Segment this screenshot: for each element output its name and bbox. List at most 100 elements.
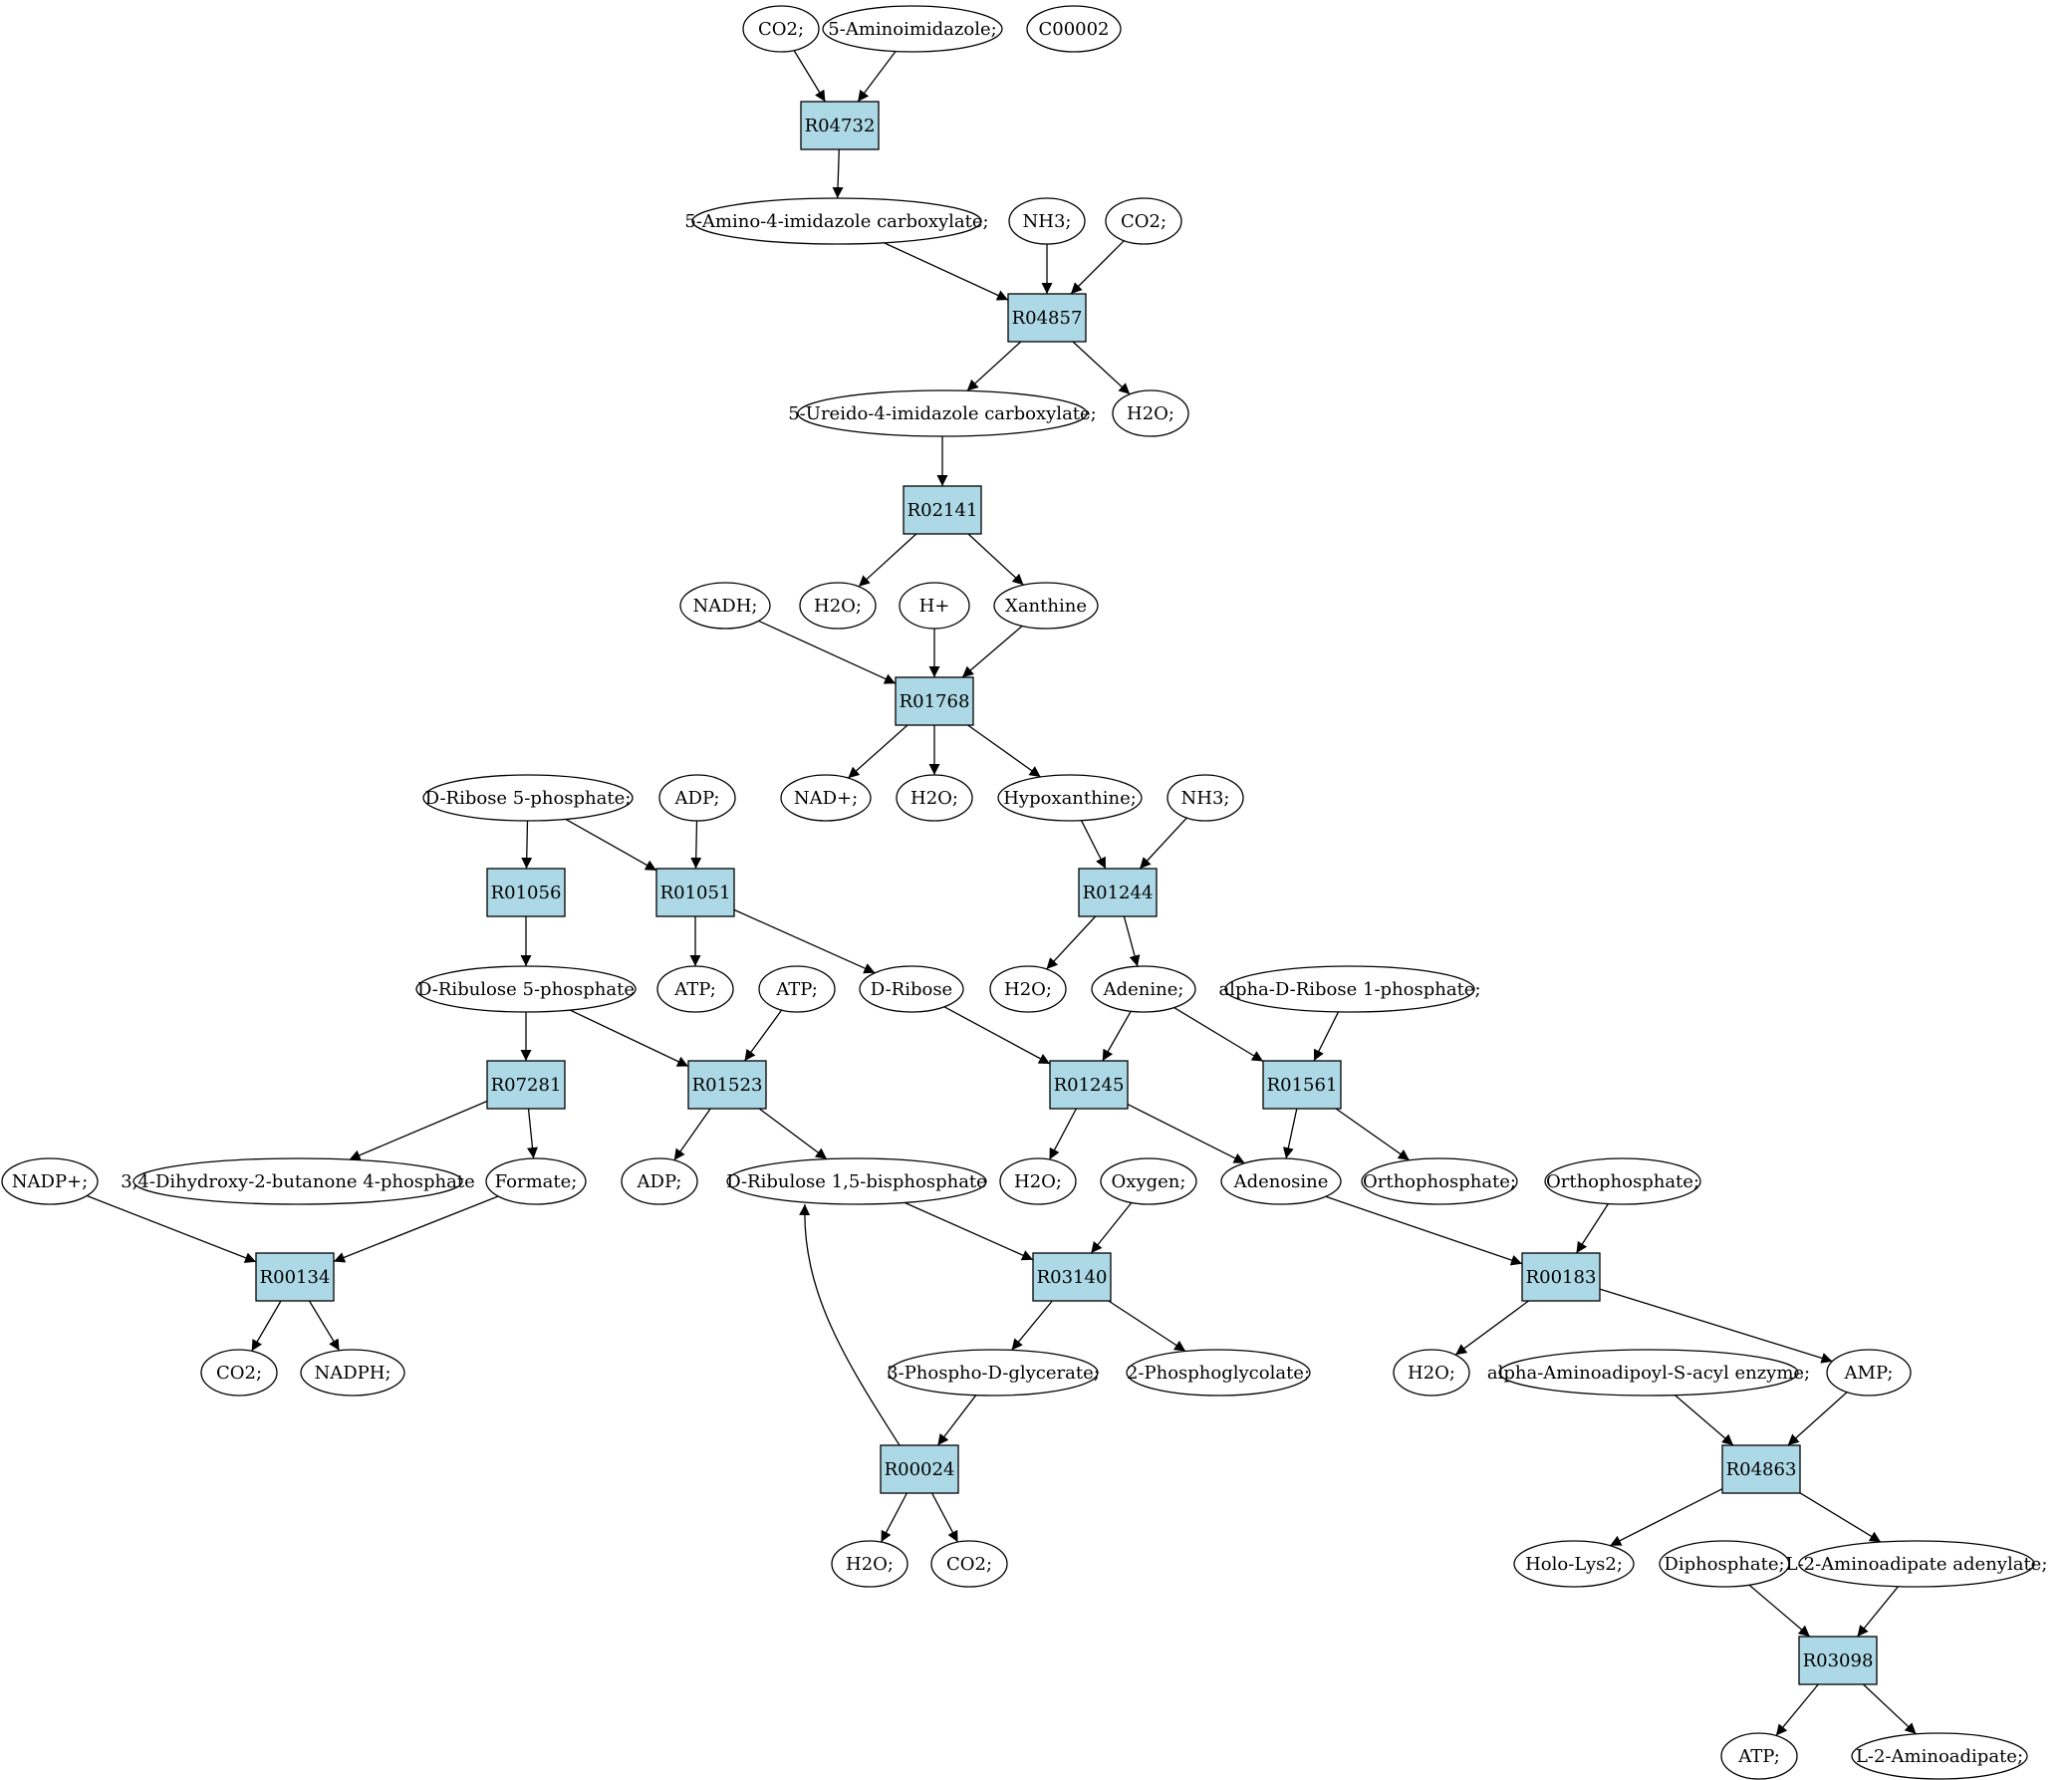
compound-node-pga3[interactable]: 3-Phospho-D-glycerate;	[887, 1349, 1100, 1397]
compound-node-oxygen[interactable]: Oxygen;	[1100, 1157, 1197, 1205]
edge-dribose5p-to-R01056	[521, 820, 533, 870]
compound-node-aaacyl[interactable]: alpha-Aminoadipoyl-S-acyl enzyme;	[1487, 1349, 1810, 1397]
reaction-node-r00024[interactable]: R00024	[880, 1444, 959, 1494]
node-label: NADH;	[693, 596, 758, 617]
node-label: D-Ribose	[871, 979, 952, 1000]
node-label: NH3;	[1181, 788, 1230, 809]
compound-node-nadplus[interactable]: NAD+;	[780, 774, 872, 822]
compound-node-co2-b[interactable]: CO2;	[1105, 197, 1182, 245]
reaction-box	[1078, 868, 1158, 917]
compound-node-rubp[interactable]: D-Ribulose 1,5-bisphosphate	[726, 1157, 987, 1205]
compound-node-dribose[interactable]: D-Ribose	[859, 965, 964, 1013]
reaction-box	[903, 485, 982, 535]
compound-node-h2o-a[interactable]: H2O;	[1112, 389, 1189, 437]
node-label: R02141	[907, 500, 978, 521]
compound-node-amp[interactable]: AMP;	[1826, 1349, 1912, 1397]
compound-node-co2-d[interactable]: CO2;	[930, 1540, 1008, 1588]
compound-node-adenine[interactable]: Adenine;	[1091, 965, 1196, 1013]
edge-R03098-to-l2aa	[1863, 1683, 1917, 1735]
compound-node-nadph[interactable]: NADPH;	[300, 1349, 405, 1397]
compound-node-hololys2[interactable]: Holo-Lys2;	[1513, 1540, 1635, 1588]
compound-node-h2o-e[interactable]: H2O;	[999, 1157, 1077, 1205]
compound-node-adp-b[interactable]: ADP;	[621, 1157, 698, 1205]
node-label: 3-Phospho-D-glycerate;	[887, 1363, 1100, 1384]
compound-node-h2o-c[interactable]: H2O;	[896, 774, 973, 822]
compound-node-c00002[interactable]: C00002	[1026, 5, 1122, 53]
compound-node-nadpplus[interactable]: NADP+;	[1, 1157, 99, 1205]
compound-node-hypoxanthine[interactable]: Hypoxanthine;	[997, 774, 1143, 822]
compound-ellipse	[997, 774, 1143, 822]
compound-node-dhbp[interactable]: 3,4-Dihydroxy-2-butanone 4-phosphate	[121, 1157, 475, 1205]
compound-node-nh3-a[interactable]: NH3;	[1008, 197, 1086, 245]
reaction-node-r02141[interactable]: R02141	[903, 485, 982, 535]
node-label: R01244	[1083, 883, 1154, 903]
compound-node-adp-a[interactable]: ADP;	[658, 774, 736, 822]
compound-node-aica[interactable]: 5-Amino-4-imidazole carboxylate;	[684, 197, 989, 245]
compound-node-l2aa-adenylate[interactable]: L-2-Aminoadipate adenylate;	[1786, 1540, 2048, 1588]
compound-node-co2-a[interactable]: CO2;	[742, 5, 820, 53]
edge-adenine-to-R01245	[1102, 1010, 1132, 1062]
reaction-node-r01561[interactable]: R01561	[1262, 1060, 1342, 1110]
compound-node-pg2[interactable]: 2-Phosphoglycolate;	[1126, 1349, 1311, 1397]
node-label: Orthophosphate;	[1546, 1171, 1699, 1192]
compound-node-h2o-b[interactable]: H2O;	[799, 582, 877, 630]
compound-ellipse	[656, 965, 734, 1013]
reaction-node-r03140[interactable]: R03140	[1032, 1252, 1112, 1302]
compound-node-orthophosphate-b[interactable]: Orthophosphate;	[1544, 1157, 1701, 1205]
compound-node-h2o-f[interactable]: H2O;	[1393, 1349, 1470, 1397]
reaction-node-r01056[interactable]: R01056	[486, 868, 566, 917]
compound-node-co2-c[interactable]: CO2;	[200, 1349, 278, 1397]
compound-node-hplus[interactable]: H+	[899, 582, 970, 630]
compound-node-atp-c[interactable]: ATP;	[1720, 1732, 1798, 1780]
compound-node-h2o-d[interactable]: H2O;	[989, 965, 1067, 1013]
reaction-node-r01768[interactable]: R01768	[895, 676, 974, 726]
compound-node-h2o-g[interactable]: H2O;	[831, 1540, 908, 1588]
reaction-node-r04863[interactable]: R04863	[1721, 1444, 1801, 1494]
compound-node-nh3-b[interactable]: NH3;	[1166, 774, 1244, 822]
reaction-node-r01245[interactable]: R01245	[1049, 1060, 1129, 1110]
reaction-node-r01051[interactable]: R01051	[655, 868, 735, 917]
compound-node-ureido[interactable]: 5-Ureido-4-imidazole carboxylate;	[788, 389, 1097, 437]
reaction-node-r00134[interactable]: R00134	[255, 1252, 335, 1302]
compound-node-dribose5p[interactable]: D-Ribose 5-phosphate;	[422, 774, 634, 822]
edge-R04857-to-h2o_a	[1072, 341, 1131, 395]
edge-atp_b-to-R01523	[743, 1009, 783, 1062]
compound-node-orthophosphate-a[interactable]: Orthophosphate;	[1361, 1157, 1518, 1205]
compound-node-l2aa[interactable]: L-2-Aminoadipate;	[1851, 1732, 2028, 1780]
compound-node-adr1p[interactable]: alpha-D-Ribose 1-phosphate;	[1218, 965, 1481, 1013]
reaction-node-r04857[interactable]: R04857	[1007, 293, 1087, 343]
node-label: NADP+;	[12, 1171, 88, 1192]
compound-ellipse	[1798, 1540, 2035, 1588]
node-label: R01768	[900, 691, 970, 712]
reaction-node-r03098[interactable]: R03098	[1798, 1636, 1878, 1685]
reaction-box	[1007, 293, 1087, 343]
node-label: Formate;	[495, 1171, 578, 1192]
reaction-node-r01523[interactable]: R01523	[687, 1060, 767, 1110]
compound-node-adenosine[interactable]: Adenosine	[1220, 1157, 1342, 1205]
node-label: C00002	[1038, 19, 1109, 40]
compound-node-xanthine[interactable]: Xanthine	[993, 582, 1099, 630]
edge-R02141-to-h2o_b	[858, 533, 917, 588]
compound-node-nadh[interactable]: NADH;	[679, 582, 771, 630]
reaction-node-r04732[interactable]: R04732	[800, 101, 880, 150]
reaction-box	[880, 1444, 959, 1494]
compound-node-atp-a[interactable]: ATP;	[656, 965, 734, 1013]
node-label: L-2-Aminoadipate adenylate;	[1786, 1554, 2048, 1575]
reaction-node-r07281[interactable]: R07281	[486, 1060, 566, 1110]
compound-ellipse	[758, 965, 836, 1013]
edge-R00134-to-co2_c	[251, 1300, 282, 1352]
compound-ellipse	[1498, 1349, 1799, 1397]
compound-node-diphosphate[interactable]: Diphosphate;	[1659, 1540, 1790, 1588]
compound-ellipse	[658, 774, 736, 822]
compound-ellipse	[993, 582, 1099, 630]
compound-node-aminoimidazole[interactable]: 5-Aminoimidazole;	[822, 5, 1003, 53]
edge-adp_a-to-R01051	[690, 820, 702, 870]
reaction-node-r00183[interactable]: R00183	[1521, 1252, 1601, 1302]
edge-R01523-to-adp_b	[673, 1108, 711, 1161]
compound-node-dribulose5p[interactable]: D-Ribulose 5-phosphate	[415, 965, 637, 1013]
compound-node-formate[interactable]: Formate;	[485, 1157, 587, 1205]
reaction-node-r01244[interactable]: R01244	[1078, 868, 1158, 917]
node-label: CO2;	[758, 19, 804, 40]
compound-node-atp-b[interactable]: ATP;	[758, 965, 836, 1013]
compound-ellipse	[1720, 1732, 1798, 1780]
